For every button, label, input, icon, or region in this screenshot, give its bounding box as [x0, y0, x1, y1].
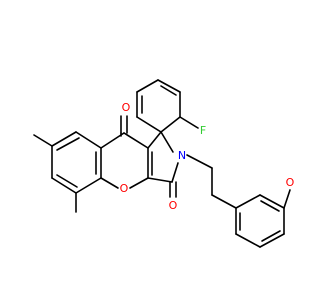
nitrogen-label: N: [178, 149, 186, 162]
fluorine-label: F: [200, 124, 206, 137]
molecule-structure-diagram: O F N O O O: [33, 79, 295, 248]
ketone-oxygen-label: O: [122, 101, 131, 114]
bond-skeleton: [33, 79, 291, 248]
ring-oxygen-label: O: [120, 182, 129, 195]
methoxy-oxygen-label: O: [286, 176, 295, 189]
lactam-oxygen-label: O: [169, 199, 178, 212]
